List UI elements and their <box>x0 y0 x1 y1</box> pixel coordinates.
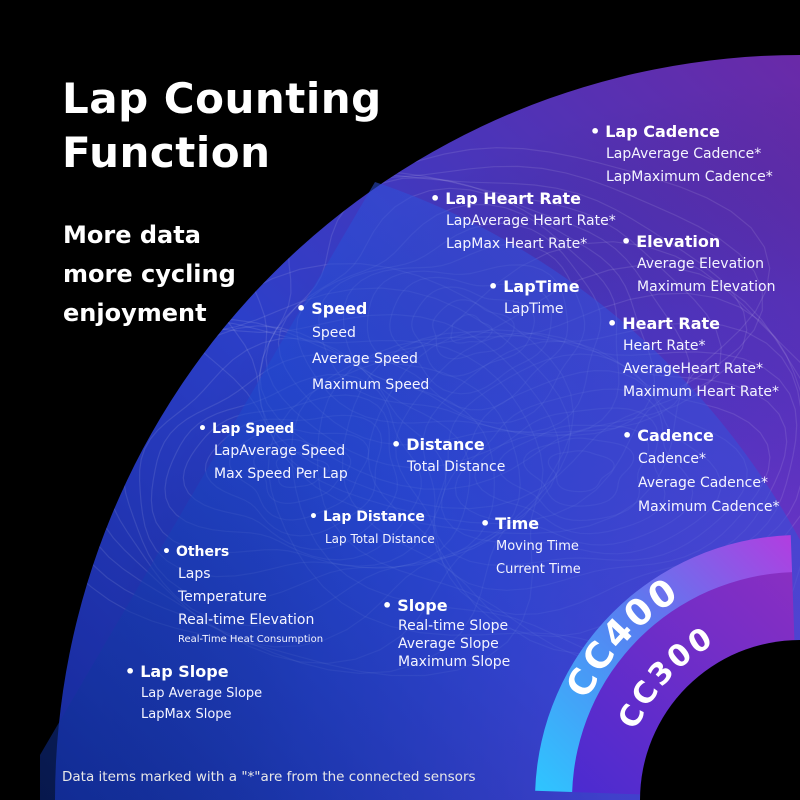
group-item: Maximum Cadence* <box>638 499 780 515</box>
group-heading: Speed <box>296 298 429 320</box>
group-distance: Distance Total Distance <box>391 434 505 479</box>
group-heading: LapTime <box>488 276 579 298</box>
title-line: Lap Counting <box>62 74 382 123</box>
group-lap-cadence: Lap Cadence LapAverage Cadence* LapMaxim… <box>590 121 773 189</box>
group-item: Maximum Elevation <box>637 279 776 295</box>
group-item: Total Distance <box>407 459 506 475</box>
group-heading: Lap Speed <box>198 418 348 440</box>
group-heading: Lap Heart Rate <box>430 188 616 210</box>
title-line: Function <box>62 128 271 177</box>
group-item: Lap Total Distance <box>325 532 435 546</box>
group-item: Maximum Slope <box>398 654 511 670</box>
group-lap-speed: Lap Speed LapAverage Speed Max Speed Per… <box>198 418 348 486</box>
group-item: LapMaximum Cadence* <box>606 169 773 185</box>
group-item: Moving Time <box>496 539 579 554</box>
group-item: Max Speed Per Lap <box>214 466 348 482</box>
group-item: LapAverage Cadence* <box>606 146 762 162</box>
group-item: Average Speed <box>312 351 418 367</box>
group-item: LapAverage Heart Rate* <box>446 213 616 229</box>
footnote: Data items marked with a "*"are from the… <box>62 769 476 785</box>
group-heading: Lap Slope <box>125 661 262 683</box>
group-item: Average Elevation <box>637 256 764 272</box>
page-title: Lap Counting Function <box>62 72 382 180</box>
group-heading: Lap Cadence <box>590 121 773 143</box>
group-item: Real-Time Heat Consumption <box>178 634 324 645</box>
group-item: Speed <box>312 325 356 341</box>
group-item: Maximum Heart Rate* <box>623 384 779 400</box>
subtitle: More data more cycling enjoyment <box>63 216 236 333</box>
group-cadence: Cadence Cadence* Average Cadence* Maximu… <box>622 425 779 519</box>
group-others: Others Laps Temperature Real-time Elevat… <box>162 541 323 648</box>
subtitle-line: More data <box>63 221 201 249</box>
group-heading: Time <box>480 513 581 535</box>
group-item: Heart Rate* <box>623 338 706 354</box>
group-item: Maximum Speed <box>312 377 430 393</box>
group-item: LapMax Heart Rate* <box>446 236 588 252</box>
group-item: LapMax Slope <box>141 707 232 722</box>
group-heading: Others <box>162 541 323 563</box>
group-item: Real-time Slope <box>398 618 509 634</box>
group-heading: Cadence <box>622 425 779 447</box>
group-lap-heart-rate: Lap Heart Rate LapAverage Heart Rate* La… <box>430 188 616 256</box>
group-item: Temperature <box>178 589 267 605</box>
group-item: Current Time <box>496 562 581 577</box>
group-elevation: Elevation Average Elevation Maximum Elev… <box>621 231 775 299</box>
group-heading: Elevation <box>621 231 775 253</box>
group-item: Lap Average Slope <box>141 686 263 701</box>
group-time: Time Moving Time Current Time <box>480 513 581 581</box>
group-speed: Speed Speed Average Speed Maximum Speed <box>296 298 429 398</box>
group-heart-rate: Heart Rate Heart Rate* AverageHeart Rate… <box>607 313 779 404</box>
group-heading: Heart Rate <box>607 313 779 335</box>
group-item: Average Cadence* <box>638 475 768 491</box>
group-item: Laps <box>178 566 211 582</box>
group-item: AverageHeart Rate* <box>623 361 764 377</box>
group-slope: Slope Real-time Slope Average Slope Maxi… <box>382 595 510 671</box>
group-item: Cadence* <box>638 451 707 467</box>
group-item: LapAverage Speed <box>214 443 346 459</box>
group-heading: Distance <box>391 434 505 456</box>
group-item: LapTime <box>504 301 564 317</box>
group-lap-distance: Lap Distance Lap Total Distance <box>309 506 435 551</box>
group-heading: Slope <box>382 595 510 617</box>
group-item: Average Slope <box>398 636 499 652</box>
group-laptime: LapTime LapTime <box>488 276 579 321</box>
group-heading: Lap Distance <box>309 506 435 528</box>
subtitle-line: enjoyment <box>63 299 207 327</box>
group-lap-slope: Lap Slope Lap Average Slope LapMax Slope <box>125 661 262 725</box>
subtitle-line: more cycling <box>63 260 236 288</box>
group-item: Real-time Elevation <box>178 612 315 628</box>
